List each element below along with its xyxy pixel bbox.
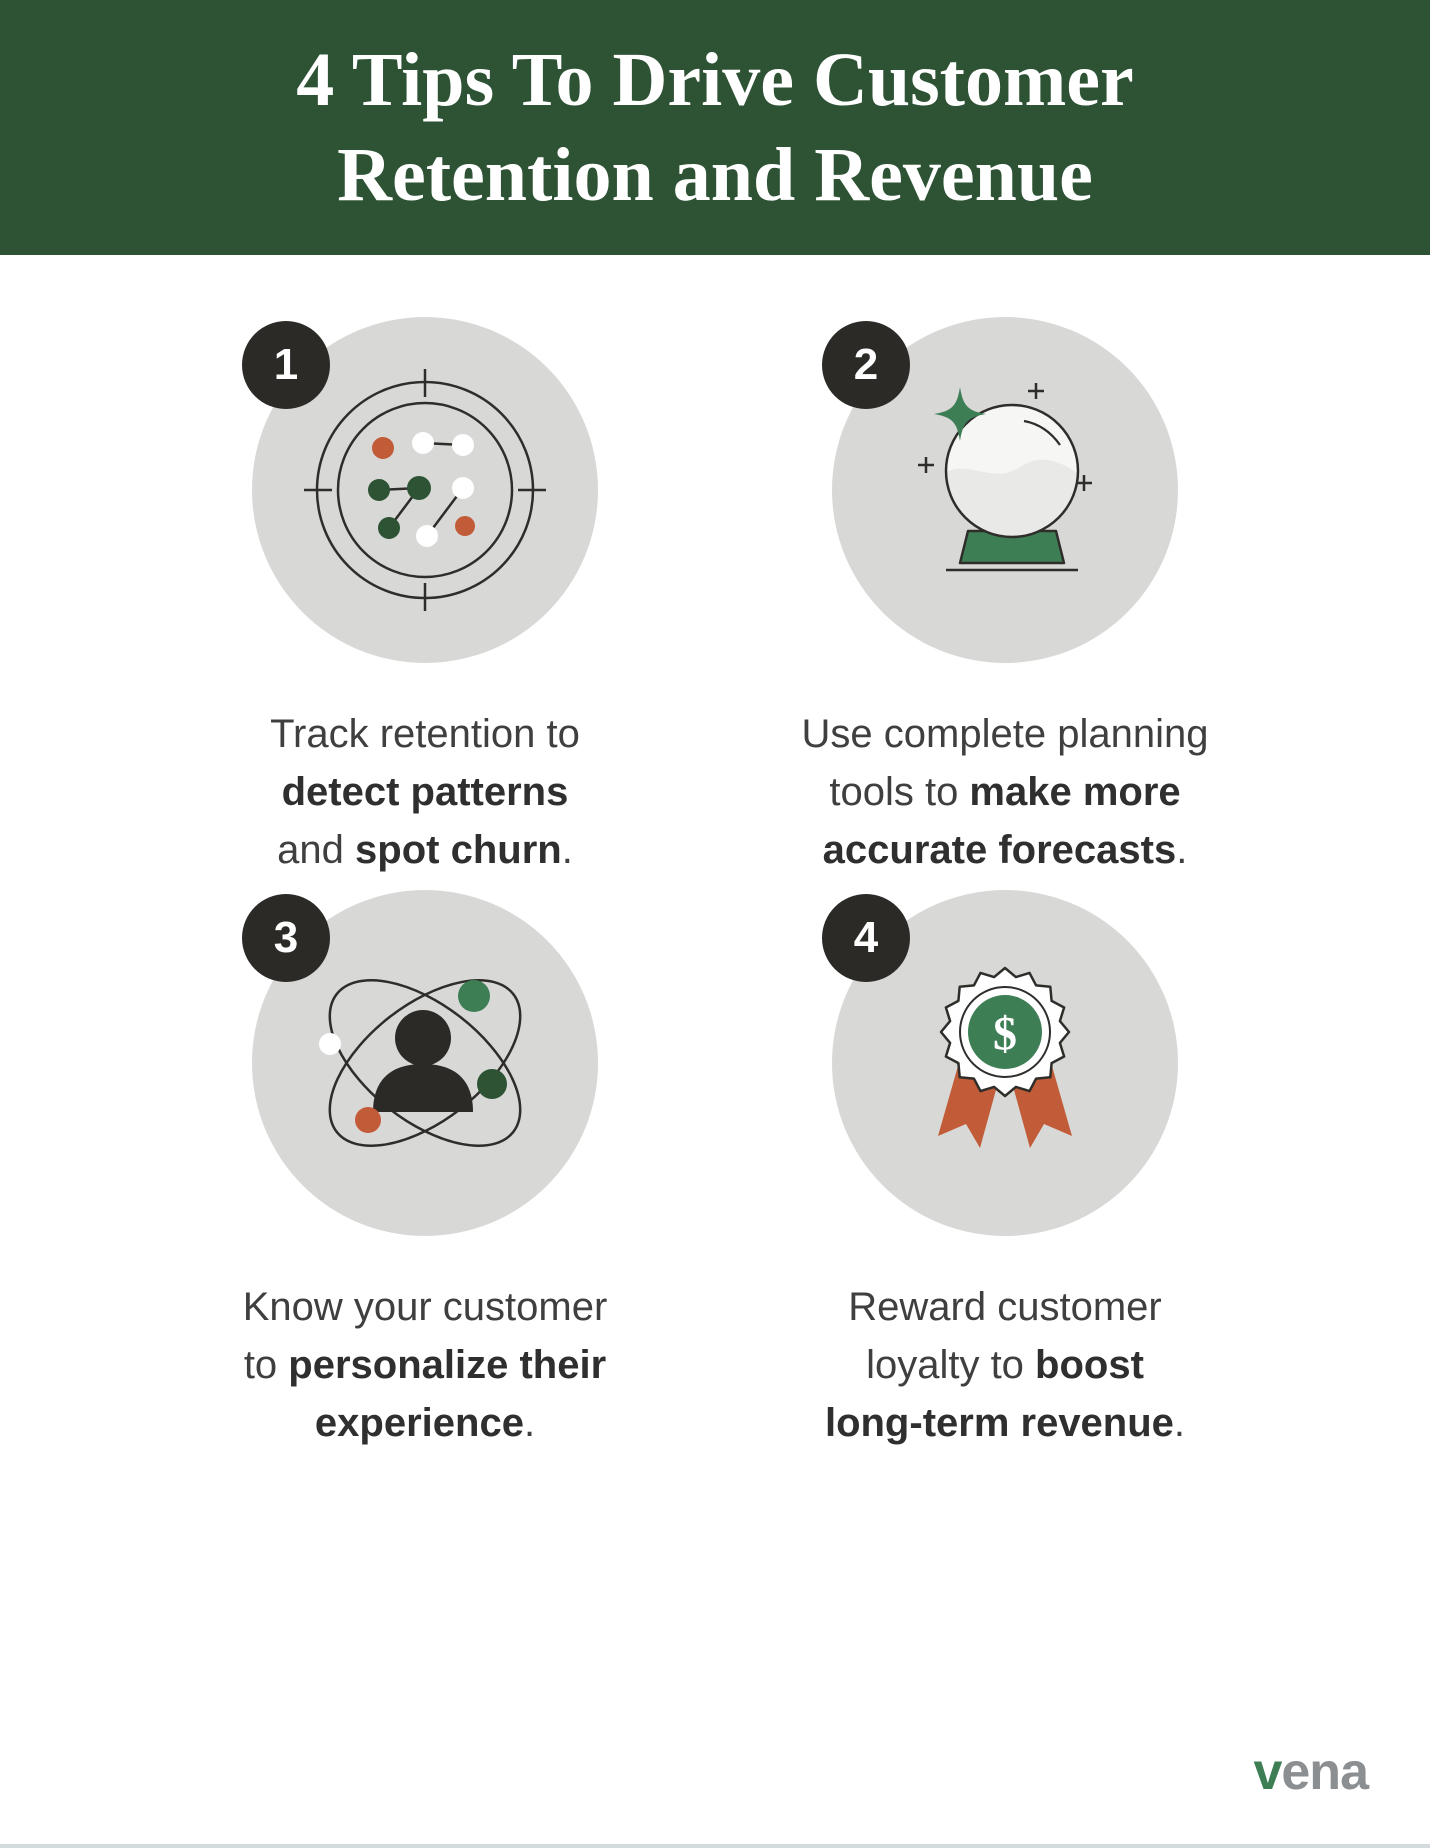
tip-2-icon-area: 2 <box>822 317 1178 663</box>
tip-number-badge: 2 <box>822 321 910 409</box>
crystal-ball-icon <box>918 383 1092 572</box>
page-title-line2: Retention and Revenue <box>337 132 1093 217</box>
tip-number: 3 <box>273 913 299 962</box>
tip-number-badge: 3 <box>242 894 330 982</box>
vena-logo: vena <box>1253 1743 1369 1801</box>
target-network-icon <box>304 369 546 611</box>
tip-number: 1 <box>273 340 299 389</box>
header-banner: 4 Tips To Drive Customer Retention and R… <box>0 0 1430 255</box>
award-ribbon-icon: $ <box>938 966 1072 1148</box>
tip-3-icon-area: 3 <box>242 890 598 1236</box>
bottom-border <box>0 1844 1430 1848</box>
dollar-sign: $ <box>993 1008 1017 1061</box>
page-title-line1: 4 Tips To Drive Customer <box>296 38 1134 123</box>
tip-1-icon-area: 1 <box>242 317 598 663</box>
tip-number: 4 <box>853 913 879 962</box>
tip-number: 2 <box>853 340 879 389</box>
tip-4-icon-area: $ 4 <box>822 890 1178 1236</box>
tip-number-badge: 1 <box>242 321 330 409</box>
tip-number-badge: 4 <box>822 894 910 982</box>
atom-customer-icon <box>319 979 522 1147</box>
